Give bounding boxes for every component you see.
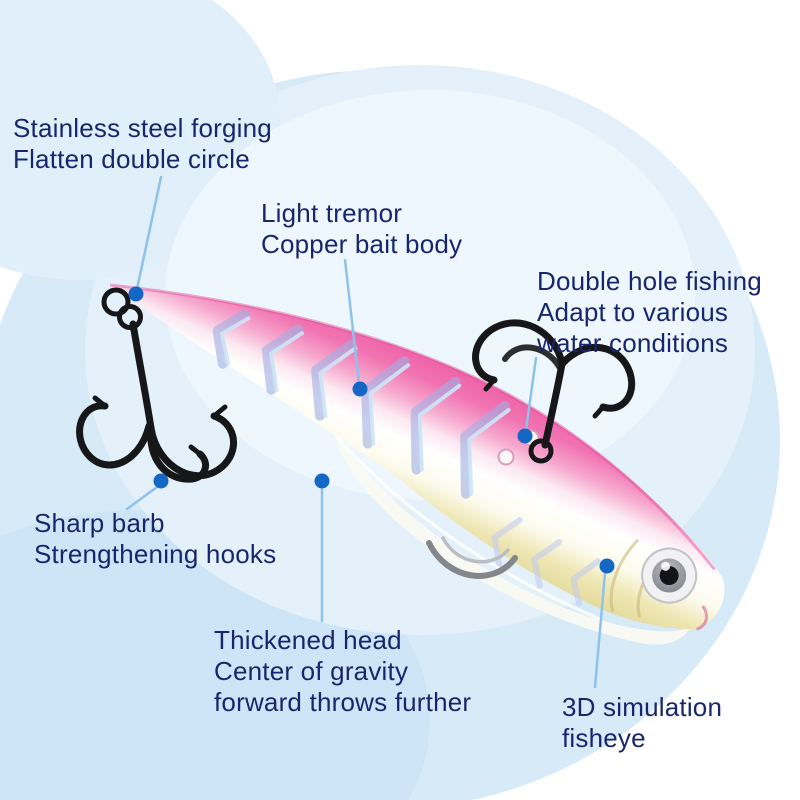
annotation-text-line: Thickened head — [214, 625, 402, 655]
annotation-text-line: Stainless steel forging — [13, 113, 272, 143]
callout-lines — [125, 175, 607, 689]
annotation-text-line: Light tremor — [261, 198, 403, 228]
annotation-text-line: Copper bait body — [261, 229, 463, 259]
callout-dot — [128, 286, 144, 302]
callout-dot — [352, 381, 368, 397]
annotation-stainless-steel-forging: Stainless steel forging Flatten double c… — [13, 113, 272, 175]
annotation-text-line: Adapt to various — [537, 297, 729, 327]
mouth-line — [696, 604, 709, 631]
annotation-text-line: forward throws further — [214, 687, 472, 717]
annotation-light-tremor: Light tremor Copper bait body — [261, 198, 462, 260]
back-edge-accent — [109, 283, 716, 571]
annotation-3d-fisheye: 3D simulation fisheye — [562, 692, 722, 754]
annotation-text-line: 3D simulation — [562, 692, 723, 722]
annotation-double-hole: Double hole fishing Adapt to various wat… — [537, 266, 762, 359]
front-treble-hook — [76, 287, 237, 483]
annotation-thickened-head: Thickened head Center of gravity forward… — [214, 625, 471, 718]
callout-line — [343, 258, 361, 385]
rear-treble-hook — [472, 319, 636, 464]
annotation-text-line: Double hole fishing — [537, 266, 762, 296]
callout-dot — [314, 473, 330, 489]
callout-dot — [517, 428, 533, 444]
holographic-chevrons — [212, 309, 510, 499]
lure-body — [109, 283, 725, 645]
annotation-text-line: water conditions — [537, 328, 729, 358]
callout-dot — [153, 473, 169, 489]
belly-crease — [334, 435, 602, 622]
callout-line — [524, 356, 538, 432]
callout-line — [125, 485, 159, 511]
holographic-chevron-highlights — [219, 316, 511, 496]
callout-dot — [599, 558, 615, 574]
annotation-text-line: fisheye — [562, 723, 646, 753]
lure-eye — [641, 547, 698, 604]
callout-dots — [128, 286, 615, 574]
annotation-text-line: Flatten double circle — [13, 144, 250, 174]
annotation-sharp-barb: Sharp barb Strengthening hooks — [34, 508, 276, 570]
callout-line — [593, 571, 607, 689]
annotation-text-line: Sharp barb — [34, 508, 165, 538]
annotation-text-line: Strengthening hooks — [34, 539, 277, 569]
belly-wire — [426, 536, 518, 579]
annotation-text-line: Center of gravity — [214, 656, 409, 686]
callout-line — [135, 175, 163, 291]
